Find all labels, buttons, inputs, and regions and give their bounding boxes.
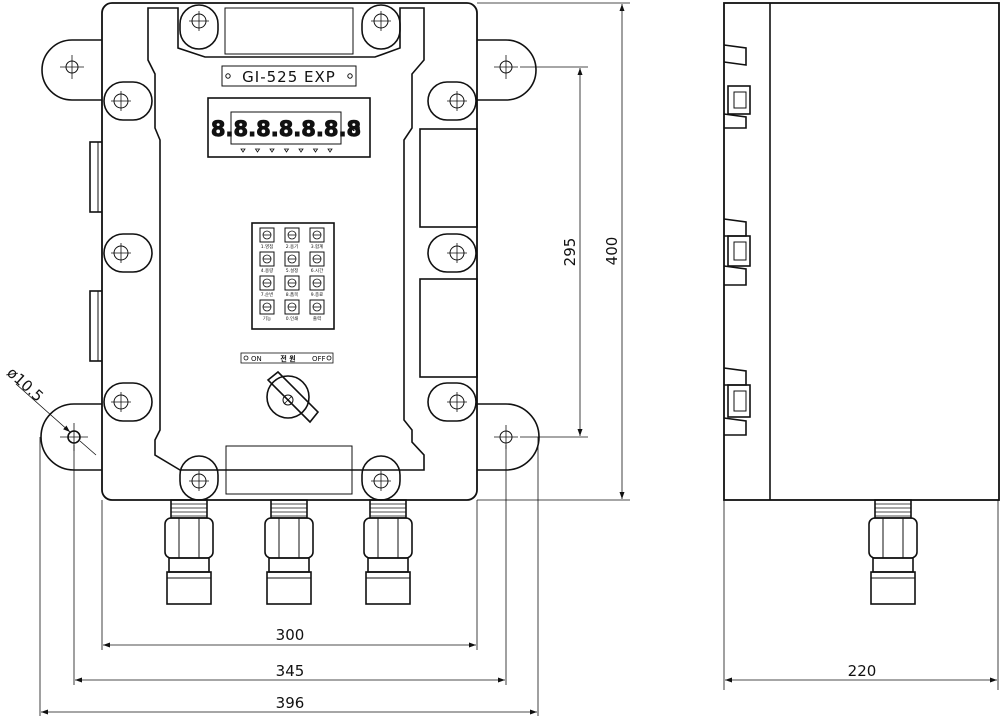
screw-boss-left-3	[103, 382, 153, 422]
screw-boss-right-3	[427, 382, 477, 422]
model-label: GI-525 EXP	[242, 68, 336, 86]
side-hinge-middle	[727, 235, 751, 267]
hole-diameter-callout: ø10.5	[3, 364, 97, 456]
keypad-key[interactable]: 9.종료	[309, 275, 325, 298]
display-panel: 8.8.8.8.8.8.8 kg	[207, 97, 371, 158]
dim-height-overall-label: 400	[603, 237, 621, 266]
mounting-lug-top-right	[475, 39, 537, 101]
display-digits: 8.8.8.8.8.8.8	[211, 117, 361, 141]
keypad-key-label: 2.용기	[286, 243, 299, 250]
keypad-key-label: 8.품목	[286, 292, 299, 298]
indicator-triangle	[240, 148, 246, 153]
screw-boss-left-2	[103, 233, 153, 273]
mounting-lug-top-left	[41, 39, 104, 101]
keypad-key-label: 기능	[263, 315, 271, 322]
keypad-key[interactable]: 1.영점	[259, 227, 275, 250]
indicator-triangle	[327, 148, 333, 153]
side-view	[723, 2, 1000, 605]
keypad-key[interactable]: 7.순번	[259, 275, 275, 298]
dim-width-mounting-label: 345	[276, 662, 305, 680]
cable-gland-side	[868, 499, 918, 605]
screw-boss-left-1	[103, 81, 153, 121]
screw-boss-right-1	[427, 81, 477, 121]
dim-width-body-label: 300	[276, 626, 305, 644]
keypad-key[interactable]: 6.시간	[309, 251, 325, 274]
keypad-key-label: 6.시간	[311, 267, 324, 274]
cable-gland	[164, 499, 214, 605]
model-label-plate: GI-525 EXP	[221, 65, 357, 87]
hole-diameter-label: ø10.5	[3, 364, 47, 406]
dim-depth-label: 220	[848, 662, 877, 680]
cable-glands-front	[164, 499, 413, 605]
indicator-triangle	[312, 148, 319, 153]
screw-boss-top-right	[361, 4, 401, 50]
display-unit: kg	[349, 124, 360, 133]
cable-gland	[264, 499, 314, 605]
keypad-key[interactable]: 4.용량	[259, 251, 275, 274]
side-hinge-lower	[727, 384, 751, 418]
keypad-key[interactable]: 출력	[309, 299, 325, 322]
keypad-key[interactable]: 기능	[259, 299, 275, 322]
side-hinge-upper	[727, 85, 751, 115]
mounting-lug-bottom-left	[40, 403, 104, 471]
keypad-key[interactable]: 3.합계	[309, 227, 325, 250]
keypad-key-label: 3.합계	[311, 243, 324, 250]
dimension-lines: 400 295 300 345 396 220	[39, 2, 999, 716]
keypad-key-label: 4.용량	[261, 267, 274, 274]
right-recess-lower	[419, 278, 478, 378]
right-recess-upper	[419, 128, 478, 228]
keypad-key[interactable]: 0.인쇄	[284, 299, 300, 322]
bottom-recess	[225, 445, 353, 495]
power-rotary-switch	[266, 370, 320, 424]
screw-boss-right-2	[427, 233, 477, 273]
power-off-label: OFF	[312, 355, 326, 363]
side-body	[723, 2, 1000, 501]
keypad-key[interactable]: 2.용기	[284, 227, 300, 250]
power-on-label: ON	[251, 355, 262, 363]
cable-gland	[868, 499, 918, 605]
mount-hole-top-right	[494, 55, 518, 79]
keypad-key-label: 출력	[313, 315, 321, 322]
indicator-triangle	[283, 148, 290, 153]
keypad-key-label: 7.순번	[261, 291, 274, 298]
keypad-key[interactable]: 8.품목	[284, 275, 300, 298]
top-recess	[224, 7, 354, 55]
power-switch-labels: ON 전 원 OFF	[240, 352, 334, 364]
indicator-triangle	[269, 148, 275, 153]
keypad-key-label: 9.종료	[311, 292, 324, 298]
indicator-triangle	[254, 148, 261, 153]
keypad-key-label: 5.설정	[286, 267, 299, 274]
screw-boss-top-left	[179, 4, 219, 50]
mount-hole-top-left	[60, 55, 84, 79]
indicator-triangle	[298, 148, 304, 153]
front-view: GI-525 EXP 8.8.8.8.8.8.8 kg 1.영점 2.용기 3.합계…	[40, 2, 540, 605]
lid-outline	[147, 7, 425, 471]
dim-width-overall-label: 396	[276, 694, 305, 712]
dim-height-mounting-label: 295	[561, 238, 579, 267]
keypad-key[interactable]: 5.설정	[284, 251, 300, 274]
cable-gland	[363, 499, 413, 605]
power-title: 전 원	[280, 354, 295, 363]
keypad-key-label: 1.영점	[261, 243, 274, 250]
display-indicator-triangles	[240, 148, 333, 153]
keypad-key-label: 0.인쇄	[286, 315, 299, 322]
